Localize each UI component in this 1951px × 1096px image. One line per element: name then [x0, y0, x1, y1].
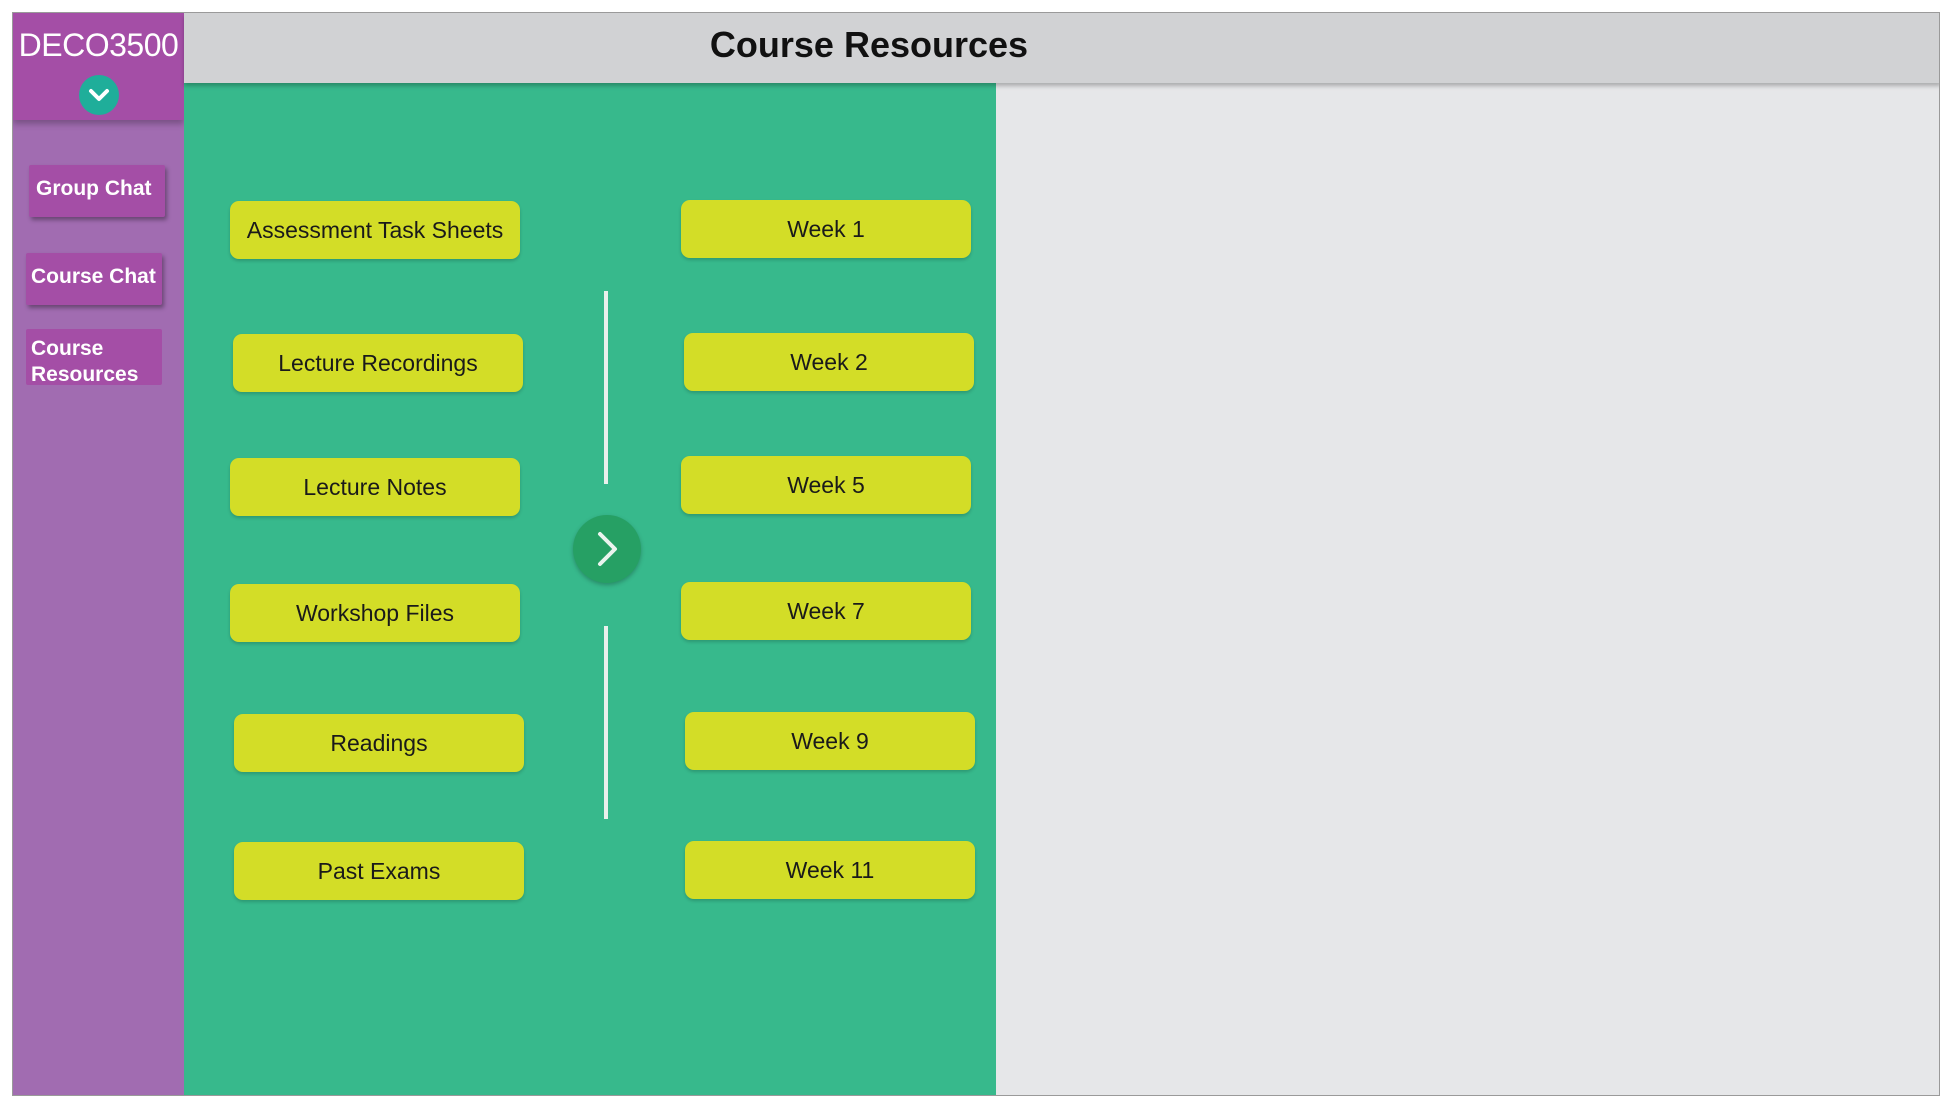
category-lecture-recordings[interactable]: Lecture Recordings	[233, 334, 523, 392]
page-title: Course Resources	[709, 24, 1029, 65]
divider-top	[604, 291, 608, 484]
category-assessment-task-sheets[interactable]: Assessment Task Sheets	[230, 201, 520, 259]
chevron-down-icon[interactable]	[79, 75, 119, 115]
header: Course Resources	[184, 13, 1939, 83]
week-button[interactable]: Week 9	[685, 712, 975, 770]
course-code: DECO3500	[18, 27, 179, 63]
sidebar: DECO3500 Group Chat Course Chat Course R…	[13, 13, 184, 1095]
week-button[interactable]: Week 5	[681, 456, 971, 514]
week-button[interactable]: Week 1	[681, 200, 971, 258]
week-button[interactable]: Week 7	[681, 582, 971, 640]
category-lecture-notes[interactable]: Lecture Notes	[230, 458, 520, 516]
sidebar-item-course-chat[interactable]: Course Chat	[26, 253, 162, 305]
category-readings[interactable]: Readings	[234, 714, 524, 772]
week-button[interactable]: Week 11	[685, 841, 975, 899]
chevron-right-icon[interactable]	[573, 515, 641, 583]
week-button[interactable]: Week 2	[684, 333, 974, 391]
resources-panel: Assessment Task Sheets Lecture Recording…	[184, 83, 996, 1095]
app-window: DECO3500 Group Chat Course Chat Course R…	[12, 12, 1940, 1096]
content-area	[996, 83, 1939, 1095]
divider-bottom	[604, 626, 608, 819]
course-selector[interactable]: DECO3500	[13, 13, 184, 120]
sidebar-item-course-resources[interactable]: Course Resources	[26, 329, 162, 386]
category-workshop-files[interactable]: Workshop Files	[230, 584, 520, 642]
category-past-exams[interactable]: Past Exams	[234, 842, 524, 900]
sidebar-item-group-chat[interactable]: Group Chat	[29, 165, 165, 217]
